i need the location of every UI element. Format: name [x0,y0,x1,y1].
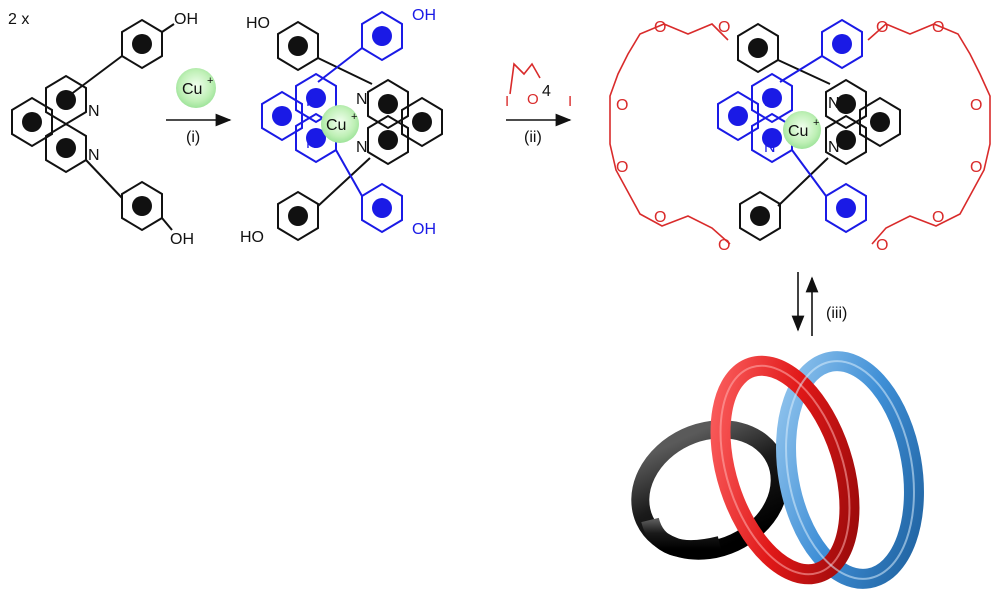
repeat-count: 4 [542,83,551,100]
nitrogen-label: N [88,147,100,164]
hydroxyl-label: OH [412,7,436,24]
ether-oxygen-label: O [932,19,944,36]
step-i-label: (i) [186,129,200,146]
ether-oxygen-label: O [616,159,628,176]
copper-label: Cu [326,117,346,134]
ether-oxygen-label: O [527,91,539,108]
step-i: Cu + (i) [166,68,232,146]
ethylene-glycol-reagent [509,62,541,95]
nitrogen-label: N [306,135,318,152]
nitrogen-label: N [88,103,100,120]
interlocked-rings-illustration [631,351,924,589]
ligand-free: 2 x OH N N OH [8,11,198,248]
copper-ion-bubble [176,68,216,108]
macrocycle-chain: O O O O O O O O O O O O [609,19,991,254]
nitrogen-label: N [306,93,318,110]
copper-ion-bubble [321,105,359,143]
step-ii: I O 4 I (ii) [505,62,572,146]
copper-complex: HO N N HO OH N N [240,7,443,246]
ether-oxygen-label: O [654,209,666,226]
hydroxyl-label: OH [174,11,198,28]
copper-label: Cu [788,123,808,140]
phenanthroline-core: N N [11,74,100,174]
iodide-label: I [505,93,509,110]
ether-oxygen-label: O [718,237,730,254]
catenane-structure: O O O O O O O O O O O O N N [609,18,991,254]
black-ligand: N N [737,22,901,242]
hydroxyl-label: HO [246,15,270,32]
ether-oxygen-label: O [932,209,944,226]
ether-oxygen-label: O [970,159,982,176]
ether-oxygen-label: O [654,19,666,36]
ether-oxygen-label: O [616,97,628,114]
nitrogen-label: N [764,93,776,110]
stoichiometry-label: 2 x [8,11,29,28]
black-ring [631,420,789,560]
blue-ligand: OH N N OH [261,7,436,238]
copper-charge: + [351,111,357,123]
ether-oxygen-label: O [876,19,888,36]
phenol-ring-bottom: OH [121,180,194,248]
step-iii-label: (iii) [826,305,847,322]
hydroxyl-label: OH [412,221,436,238]
nitrogen-label: N [828,139,840,156]
copper-label: Cu [182,81,202,98]
step-iii: (iii) [791,272,847,336]
copper-charge: + [207,75,213,87]
ether-oxygen-label: O [970,97,982,114]
copper-charge: + [813,117,819,129]
step-ii-label: (ii) [524,129,542,146]
nitrogen-label: N [764,139,776,156]
ether-oxygen-label: O [718,19,730,36]
hydroxyl-label: OH [170,231,194,248]
black-ring-front-segment [641,517,723,559]
black-ligand: HO N N HO [240,15,443,246]
nitrogen-label: N [356,139,368,156]
ether-oxygen-label: O [876,237,888,254]
blue-ligand: N N [717,18,867,234]
phenol-ring-top: OH [121,11,198,70]
hydroxyl-label: HO [240,229,264,246]
nitrogen-label: N [828,95,840,112]
copper-ion-bubble [783,111,821,149]
nitrogen-label: N [356,91,368,108]
iodide-label: I [568,93,572,110]
